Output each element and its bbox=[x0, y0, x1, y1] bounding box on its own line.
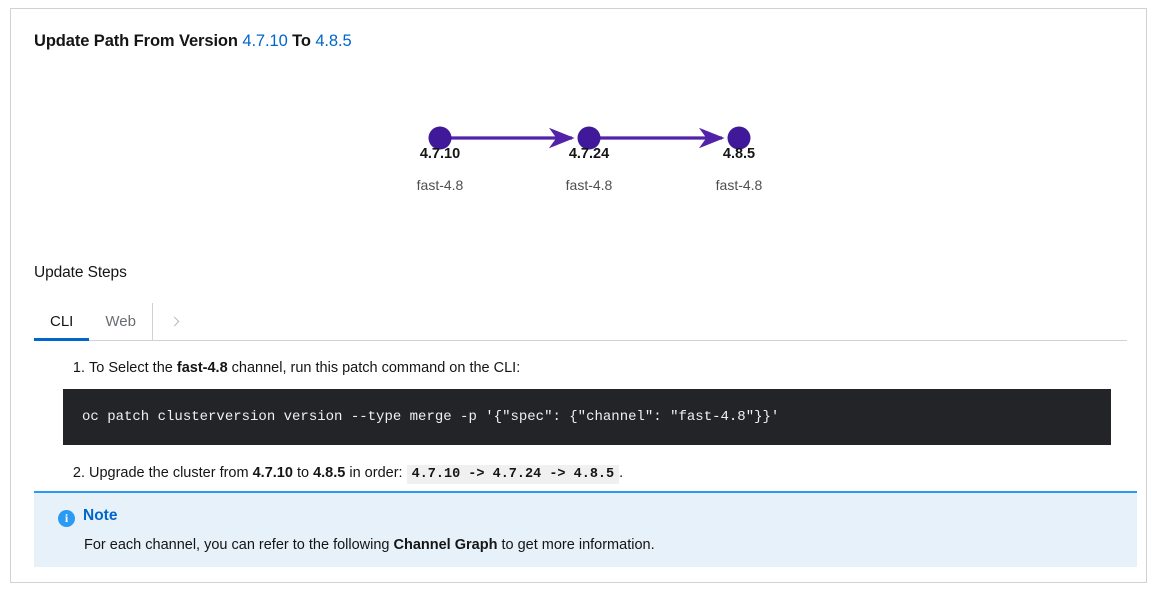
step2-from-version: 4.7.10 bbox=[252, 465, 293, 481]
update-steps-title: Update Steps bbox=[34, 264, 127, 281]
step-number: 1. bbox=[72, 360, 85, 376]
update-path-card: Update Path From Version 4.7.10 To 4.8.5 bbox=[10, 8, 1147, 583]
update-steps-list: 1. To Select the fast-4.8 channel, run t… bbox=[63, 357, 1137, 486]
graph-node-label-3: 4.8.5 fast-4.8 bbox=[659, 144, 819, 195]
graph-node-1[interactable] bbox=[428, 126, 452, 150]
note-text-after: to get more information. bbox=[497, 537, 655, 553]
graph-node-2[interactable] bbox=[577, 126, 601, 150]
update-path-graph: 4.7.10 fast-4.8 4.7.24 fast-4.8 4.8.5 fa… bbox=[11, 104, 1146, 219]
info-circle-icon: i bbox=[58, 510, 75, 527]
update-path-graph-svg bbox=[428, 126, 751, 150]
note-alert-title: Note bbox=[83, 507, 118, 524]
tabs-scroll-right-button[interactable] bbox=[153, 303, 197, 340]
page-title-to-version: 4.8.5 bbox=[315, 32, 352, 50]
step2-text-2: to bbox=[292, 465, 314, 481]
page-title-to-word: To bbox=[292, 32, 311, 50]
note-channel-graph-label: Channel Graph bbox=[393, 537, 498, 553]
graph-node-version: 4.8.5 bbox=[722, 146, 756, 162]
graph-node-label-2: 4.7.24 fast-4.8 bbox=[509, 144, 669, 195]
tab-web[interactable]: Web bbox=[89, 303, 152, 340]
step2-text-4: . bbox=[619, 465, 624, 481]
graph-node-version: 4.7.10 bbox=[419, 146, 461, 162]
graph-node-channel: fast-4.8 bbox=[416, 177, 464, 193]
step-text: To Select the fast-4.8 channel, run this… bbox=[89, 357, 1137, 379]
step1-channel-name: fast-4.8 bbox=[176, 360, 228, 376]
step2-text-3: in order: bbox=[345, 465, 407, 481]
graph-node-3[interactable] bbox=[727, 126, 751, 150]
note-alert-body: For each channel, you can refer to the f… bbox=[84, 535, 655, 555]
tab-divider bbox=[151, 303, 153, 340]
tab-web-label: Web bbox=[105, 313, 136, 330]
graph-node-version: 4.7.24 bbox=[568, 146, 610, 162]
update-step-1: 1. To Select the fast-4.8 channel, run t… bbox=[63, 357, 1137, 445]
graph-node-channel: fast-4.8 bbox=[565, 177, 613, 193]
step-number: 2. bbox=[72, 465, 85, 481]
tab-cli[interactable]: CLI bbox=[34, 303, 90, 341]
step1-text-before: To Select the bbox=[89, 360, 177, 376]
page-title-from-version: 4.7.10 bbox=[242, 32, 288, 50]
update-steps-tabs: CLI Web bbox=[34, 303, 1127, 341]
page-title: Update Path From Version 4.7.10 To 4.8.5 bbox=[34, 32, 352, 51]
note-alert: i Note For each channel, you can refer t… bbox=[34, 491, 1137, 567]
tab-cli-label: CLI bbox=[50, 313, 74, 330]
step1-text-after: channel, run this patch command on the C… bbox=[227, 360, 521, 376]
chevron-right-icon bbox=[169, 316, 180, 327]
graph-node-label-1: 4.7.10 fast-4.8 bbox=[360, 144, 520, 195]
step-text: Upgrade the cluster from 4.7.10 to 4.8.5… bbox=[89, 462, 1137, 486]
patch-command-code-block[interactable]: oc patch clusterversion version --type m… bbox=[63, 389, 1111, 445]
page-title-prefix: Update Path From Version bbox=[34, 32, 238, 50]
note-text-before: For each channel, you can refer to the f… bbox=[84, 537, 394, 553]
graph-node-channel: fast-4.8 bbox=[715, 177, 763, 193]
step2-text-1: Upgrade the cluster from bbox=[89, 465, 253, 481]
update-step-2: 2. Upgrade the cluster from 4.7.10 to 4.… bbox=[63, 462, 1137, 486]
upgrade-order-inline-code: 4.7.10 -> 4.7.24 -> 4.8.5 bbox=[406, 465, 620, 484]
step2-to-version: 4.8.5 bbox=[313, 465, 346, 481]
